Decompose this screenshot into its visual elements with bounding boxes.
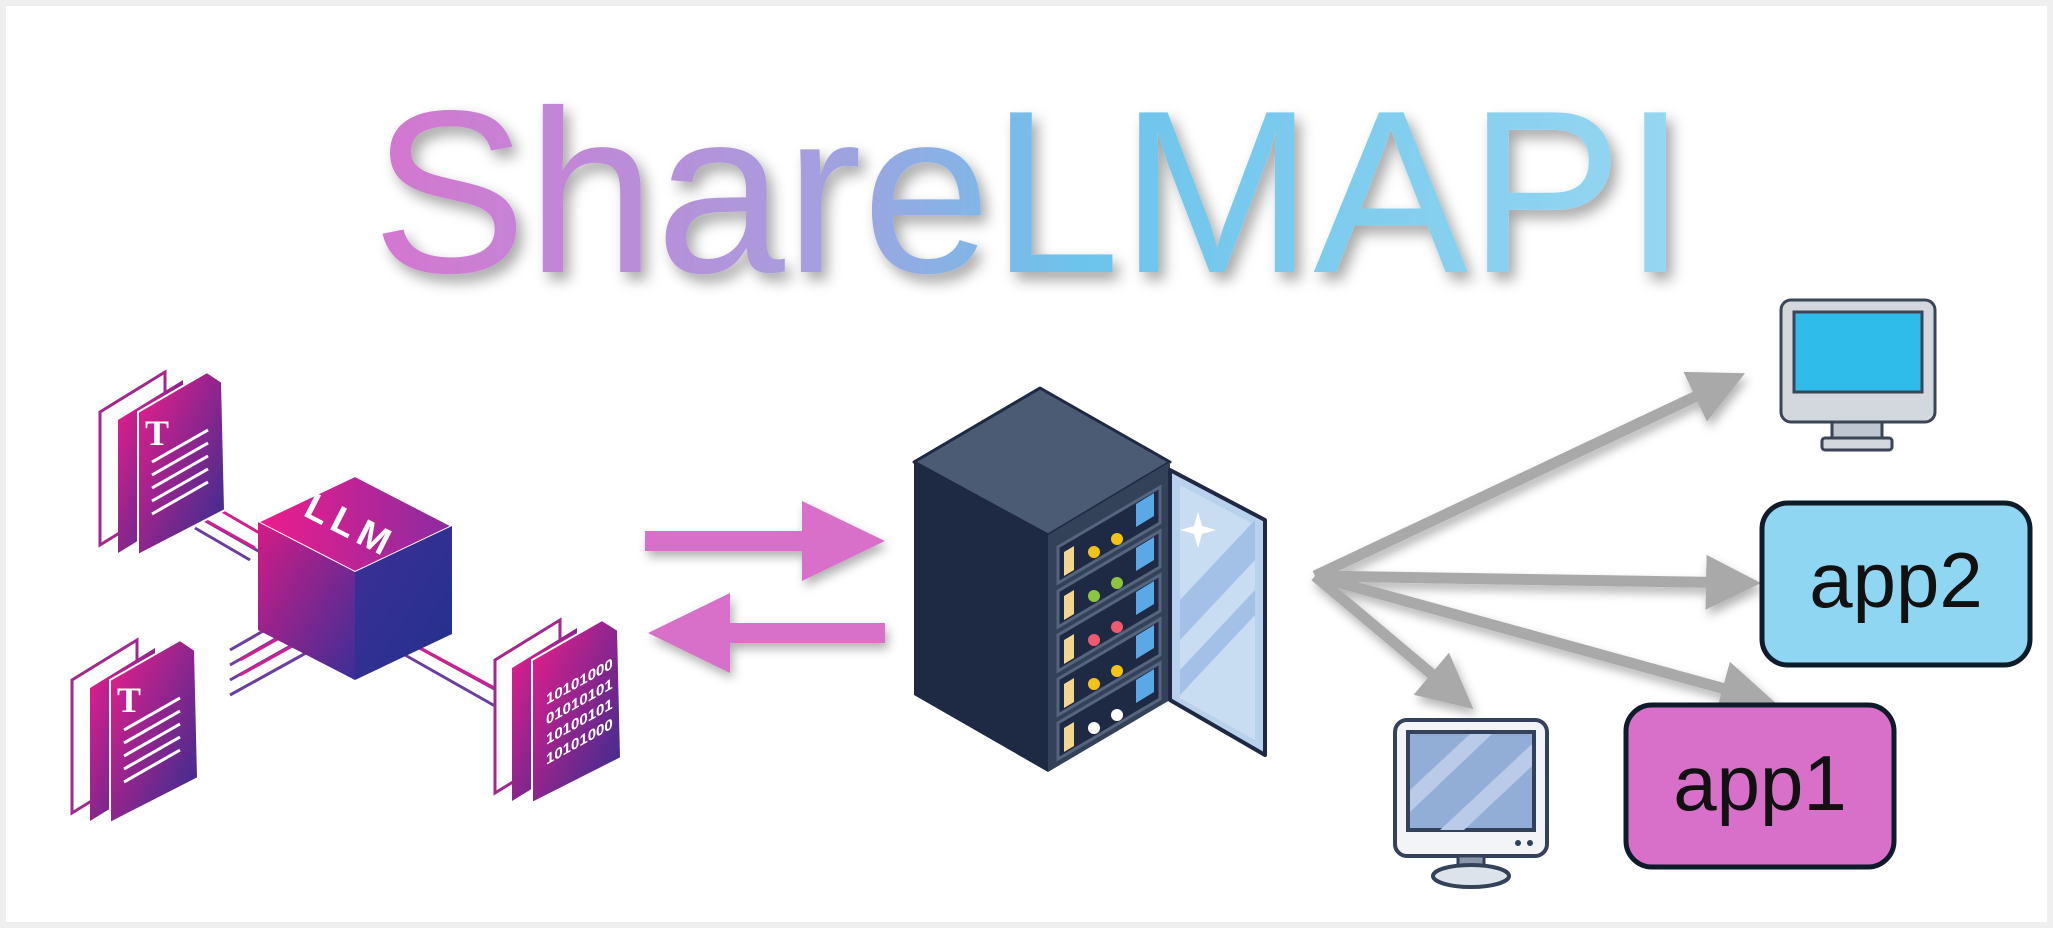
arrow-right-icon	[645, 501, 885, 581]
server-status-light	[1111, 577, 1123, 589]
server-status-light	[1111, 665, 1123, 677]
arrow-to-app1	[1313, 570, 1776, 715]
server-rack-icon	[912, 386, 1267, 772]
server-slot	[1056, 572, 1162, 674]
server-slot	[1056, 484, 1162, 586]
server-status-light	[1111, 533, 1123, 545]
doc-text-glyph: T	[145, 413, 169, 453]
title-part-lmapi: LMAPI	[991, 63, 1687, 322]
server-slot-tag	[1064, 634, 1074, 664]
arrow-left-icon	[648, 593, 885, 673]
server-slot-panel	[1136, 625, 1154, 659]
server-slots	[1056, 484, 1162, 762]
server-slot-tag	[1064, 722, 1074, 752]
server-status-light	[1088, 722, 1100, 734]
document-stack-icon: T	[98, 369, 227, 557]
server-slot-tag	[1064, 590, 1074, 620]
arrow-to-monitor-bottom	[1311, 571, 1474, 710]
monitor-icon	[1779, 298, 1937, 452]
server-slot-tag	[1064, 546, 1074, 576]
server-status-light	[1088, 634, 1100, 646]
app2-label: app2	[1809, 536, 1983, 624]
title-part-share: Share	[372, 63, 991, 322]
app1-box[interactable]: app1	[1623, 702, 1897, 870]
server-status-light	[1088, 590, 1100, 602]
llm-document-group: T T	[70, 369, 623, 825]
server-status-light	[1111, 621, 1123, 633]
diagram-title: ShareLMAPI	[372, 63, 1687, 322]
document-stack-icon: 10101000 01010101 10100101 10101000	[493, 617, 623, 805]
arrow-to-app2	[1314, 554, 1761, 610]
monitor-icon	[1393, 718, 1549, 889]
server-slot-panel	[1136, 493, 1154, 527]
server-slot-panel	[1136, 537, 1154, 571]
distribution-arrows	[1311, 371, 1776, 715]
server-status-light	[1088, 678, 1100, 690]
server-slot	[1056, 528, 1162, 630]
app1-label: app1	[1673, 739, 1847, 827]
bidirectional-arrows	[645, 501, 885, 673]
document-stack-icon: T	[70, 637, 200, 825]
server-slot-panel	[1136, 581, 1154, 615]
server-slot-panel	[1136, 669, 1154, 703]
app2-box[interactable]: app2	[1759, 500, 2033, 668]
server-status-light	[1111, 709, 1123, 721]
server-slot-tag	[1064, 678, 1074, 708]
sparkle-icon	[1180, 512, 1216, 548]
llm-cube-icon: LLM	[257, 475, 453, 680]
server-status-light	[1088, 546, 1100, 558]
server-slot	[1056, 616, 1162, 718]
doc-text-glyph: T	[117, 680, 141, 720]
server-slot	[1056, 660, 1162, 762]
arrow-to-monitor-top	[1312, 371, 1745, 581]
